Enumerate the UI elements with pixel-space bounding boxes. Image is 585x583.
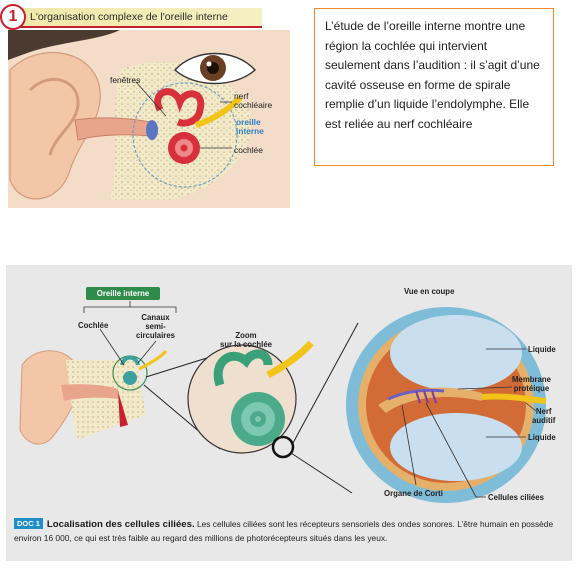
label-membrane: Membrane protéique [512,375,551,393]
label-cochlee-doc: Cochlée [78,321,109,330]
label-liquide-top: Liquide [528,345,556,354]
label-nerf-auditif: Nerf auditif [532,407,556,425]
label-liquide-bottom: Liquide [528,433,556,442]
figure-header: L'organisation complexe de l'oreille int… [0,2,300,30]
label-oreille-interne-box: Oreille interne [86,287,160,300]
figure-number-badge: 1 [0,4,26,30]
label-nerf-cochleaire: nerf cochléaire [234,91,273,110]
label-zoom: Zoom sur la cochlée [220,331,273,349]
explanation-box: L’étude de l’oreille interne montre une … [314,8,554,166]
cochlea-illustration [19,301,547,503]
figure-title: L'organisation complexe de l'oreille int… [14,8,262,28]
doc1-figure: Oreille interne Cochlée Canaux semi- cir… [6,265,572,561]
label-fenetres: fenêtres [110,75,141,85]
caption-title: Localisation des cellules ciliées. [46,519,195,530]
label-organe-corti: Organe de Corti [384,489,443,498]
label-oreille-interne: oreille interne [236,117,264,136]
label-canaux: Canaux semi- circulaires [136,313,176,340]
ear-figure: L'organisation complexe de l'oreille int… [0,0,300,212]
label-cellules-ciliees: Cellules ciliées [488,493,544,502]
inner-ear-illustration [8,30,290,208]
label-vue-en-coupe: Vue en coupe [404,287,455,296]
caption-text: Les cellules ciliées sont les récepteurs… [14,519,554,543]
doc-badge: DOC 1 [14,518,43,529]
label-cochlee: cochlée [234,145,263,155]
